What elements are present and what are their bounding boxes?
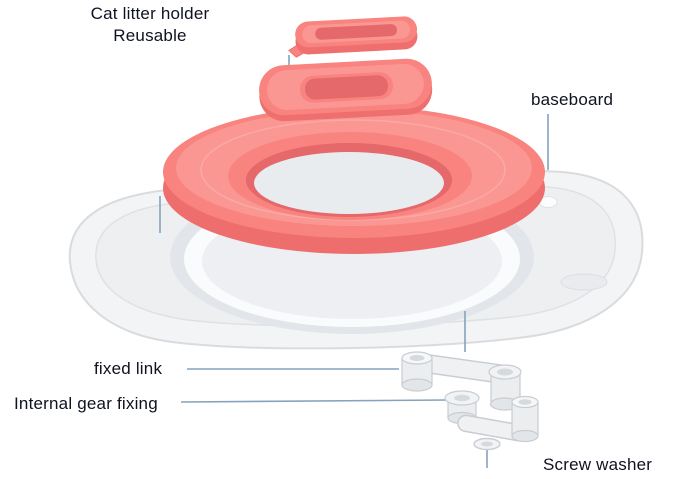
label-internal-gear-fixing: Internal gear fixing bbox=[14, 394, 158, 413]
leader-line-internal-gear bbox=[180, 399, 449, 403]
litter-holder-seat bbox=[163, 106, 545, 254]
label-screw-washer: Screw washer bbox=[543, 455, 653, 474]
top-tray bbox=[288, 16, 418, 58]
label-cat-litter-holder-line1: Cat litter holder bbox=[90, 4, 210, 23]
riser-ring bbox=[259, 58, 433, 122]
screw-washer-part bbox=[473, 437, 501, 451]
label-cat-litter-holder: Cat litter holder Reusable bbox=[55, 3, 245, 47]
label-cat-litter-holder-line2: Reusable bbox=[113, 26, 187, 45]
label-baseboard: baseboard bbox=[531, 90, 614, 109]
baseboard-side-notch bbox=[560, 273, 608, 291]
leader-lines bbox=[159, 55, 549, 468]
fixed-link-assembly bbox=[401, 351, 539, 451]
label-fixed-link: fixed link bbox=[94, 359, 163, 378]
